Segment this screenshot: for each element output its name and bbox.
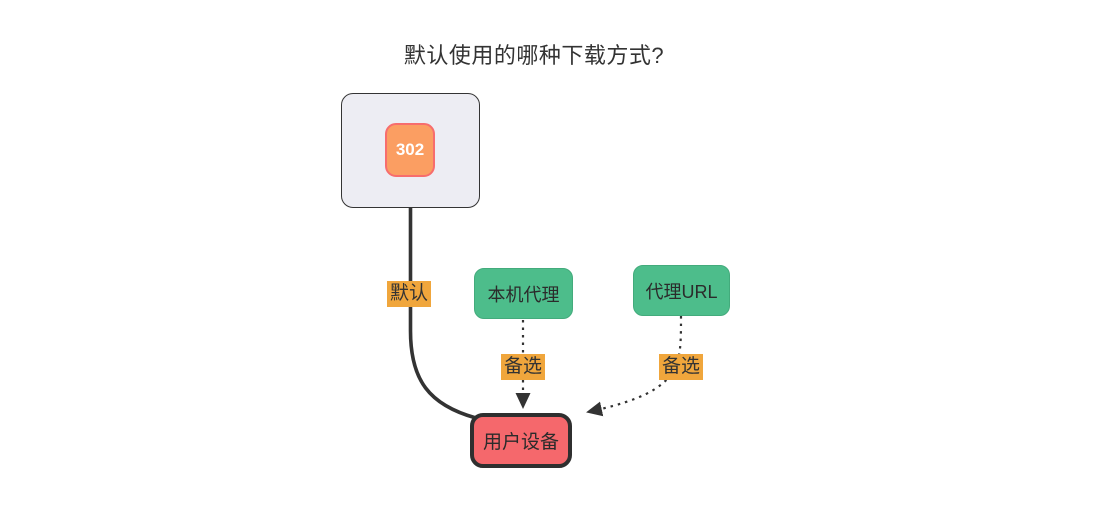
node-302: 302 [385,123,435,177]
node-user-device: 用户设备 [470,413,572,468]
edge-label-alternative-1: 备选 [501,354,546,380]
edge-proxy-url-to-user-device [586,315,683,417]
node-local-proxy: 本机代理 [474,268,573,319]
diagram-title: 默认使用的哪种下载方式? [403,43,665,68]
edge-302-to-user-device [408,177,477,420]
edge-label-alternative-2: 备选 [659,354,704,380]
node-proxy-url: 代理URL [633,265,730,316]
edge-label-default: 默认 [387,281,432,307]
